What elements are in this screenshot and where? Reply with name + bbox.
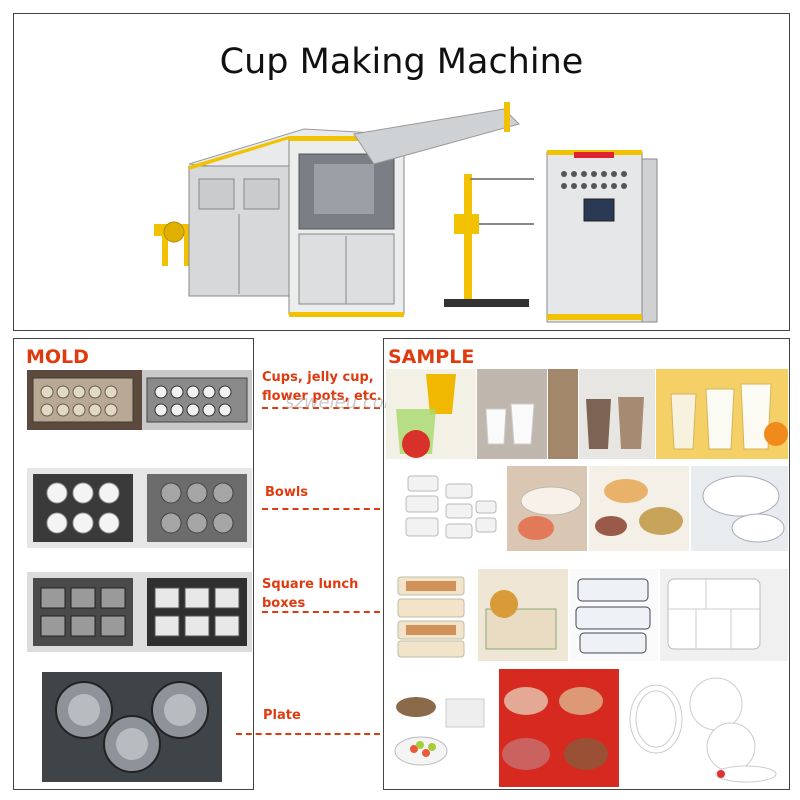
cup-samples-image xyxy=(386,369,788,459)
category-label-plate: Plate xyxy=(263,706,301,725)
category-label-line: flower pots, etc. xyxy=(262,389,382,404)
category-label-line: Plate xyxy=(263,708,301,723)
mold-header: MOLD xyxy=(26,346,89,368)
lunch-boxes-connector-line xyxy=(262,611,380,613)
mold-panel: MOLD xyxy=(13,338,254,790)
bowl-samples-image xyxy=(386,466,788,551)
category-label-bowls: Bowls xyxy=(265,483,308,502)
category-label-cups: Cups, jelly cup, flower pots, etc. xyxy=(262,368,382,406)
plate-samples-image xyxy=(386,669,788,787)
forming-machine xyxy=(188,102,520,317)
control-cabinet xyxy=(546,150,658,323)
category-label-lunch-boxes: Square lunch boxes xyxy=(262,575,358,613)
lunchbox-mold-image xyxy=(27,572,252,652)
stacking-arm xyxy=(444,174,534,307)
machine-panel: Cup Making Machine xyxy=(13,13,790,331)
category-label-line: Cups, jelly cup, xyxy=(262,370,374,385)
bowl-mold-image xyxy=(27,468,252,548)
lunchbox-samples-image xyxy=(386,569,788,661)
bowls-connector-line xyxy=(262,508,380,510)
category-label-line: boxes xyxy=(262,596,306,611)
machine-illustration xyxy=(154,102,658,323)
plate-mold-image xyxy=(42,672,222,782)
plate-connector-line xyxy=(236,733,380,735)
category-label-line: Bowls xyxy=(265,485,309,500)
page-title: Cup Making Machine xyxy=(219,42,584,82)
watermark: szweleu.com xyxy=(285,392,402,413)
cups-connector-line xyxy=(262,407,380,409)
sample-panel: SAMPLE xyxy=(383,338,790,790)
sample-header: SAMPLE xyxy=(388,346,475,368)
film-roll-stand xyxy=(154,221,194,266)
cup-mold-image xyxy=(27,370,252,430)
category-label-line: Square lunch xyxy=(262,577,359,592)
